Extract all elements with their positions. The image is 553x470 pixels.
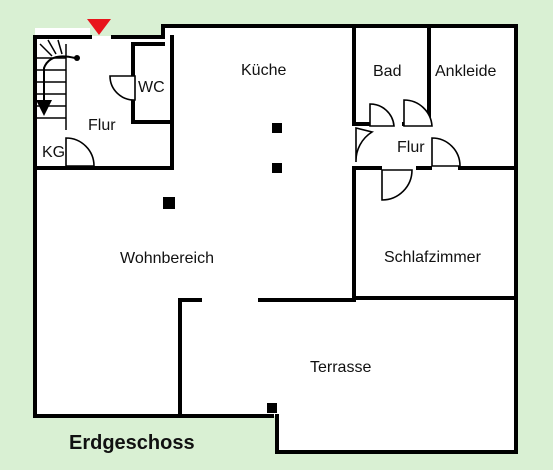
ankleide-door xyxy=(403,99,433,127)
column xyxy=(163,197,175,209)
room-label-kueche: Küche xyxy=(241,62,286,79)
bad-door xyxy=(369,103,395,127)
floor-title: Erdgeschoss xyxy=(69,432,195,454)
room-label-terrasse: Terrasse xyxy=(310,359,371,376)
kg-door xyxy=(65,137,95,167)
column xyxy=(267,403,277,413)
interior-walls xyxy=(33,26,518,418)
entrance-marker-icon xyxy=(87,19,111,35)
columns xyxy=(163,123,282,413)
room-label-wohnbereich: Wohnbereich xyxy=(120,250,214,267)
doors xyxy=(65,75,461,201)
flur-door xyxy=(355,126,375,163)
column xyxy=(272,123,282,133)
room-label-bad: Bad xyxy=(373,63,401,80)
floor-area xyxy=(35,26,516,452)
room-label-flur-inner: Flur xyxy=(397,139,425,156)
room-label-flur-entry: Flur xyxy=(88,117,116,134)
column xyxy=(272,163,282,173)
wc-door xyxy=(109,75,136,101)
room-label-schlafzimmer: Schlafzimmer xyxy=(384,249,482,266)
staircase-icon xyxy=(35,39,80,130)
room-label-kg: KG xyxy=(42,144,65,161)
schlafzimmer-door xyxy=(381,169,413,201)
room-label-ankleide: Ankleide xyxy=(435,63,496,80)
room-label-wc: WC xyxy=(138,79,165,96)
outer-walls xyxy=(33,24,518,454)
right-flur-door xyxy=(431,137,461,167)
